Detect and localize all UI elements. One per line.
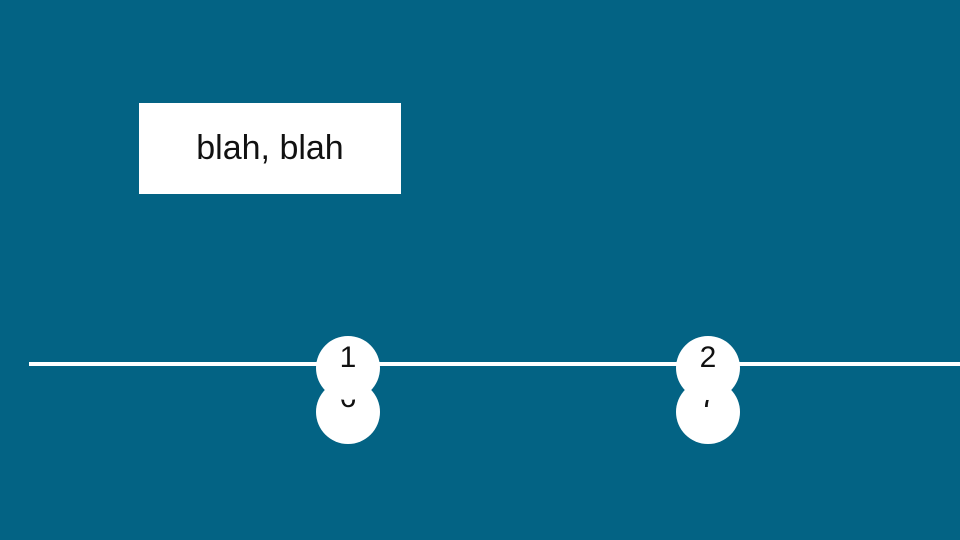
marker-circle-top: 1: [316, 336, 380, 400]
slide-title-fragment: [560, 0, 800, 8]
note-box: blah, blah: [139, 103, 401, 194]
timeline-marker-2: 7 2: [676, 336, 740, 444]
note-text: blah, blah: [196, 129, 344, 167]
timeline-line: [29, 362, 960, 366]
marker-circle-top: 2: [676, 336, 740, 400]
timeline-marker-1: 6 1: [316, 336, 380, 444]
marker-top-label: 1: [339, 341, 357, 374]
marker-top-label: 2: [699, 341, 717, 374]
